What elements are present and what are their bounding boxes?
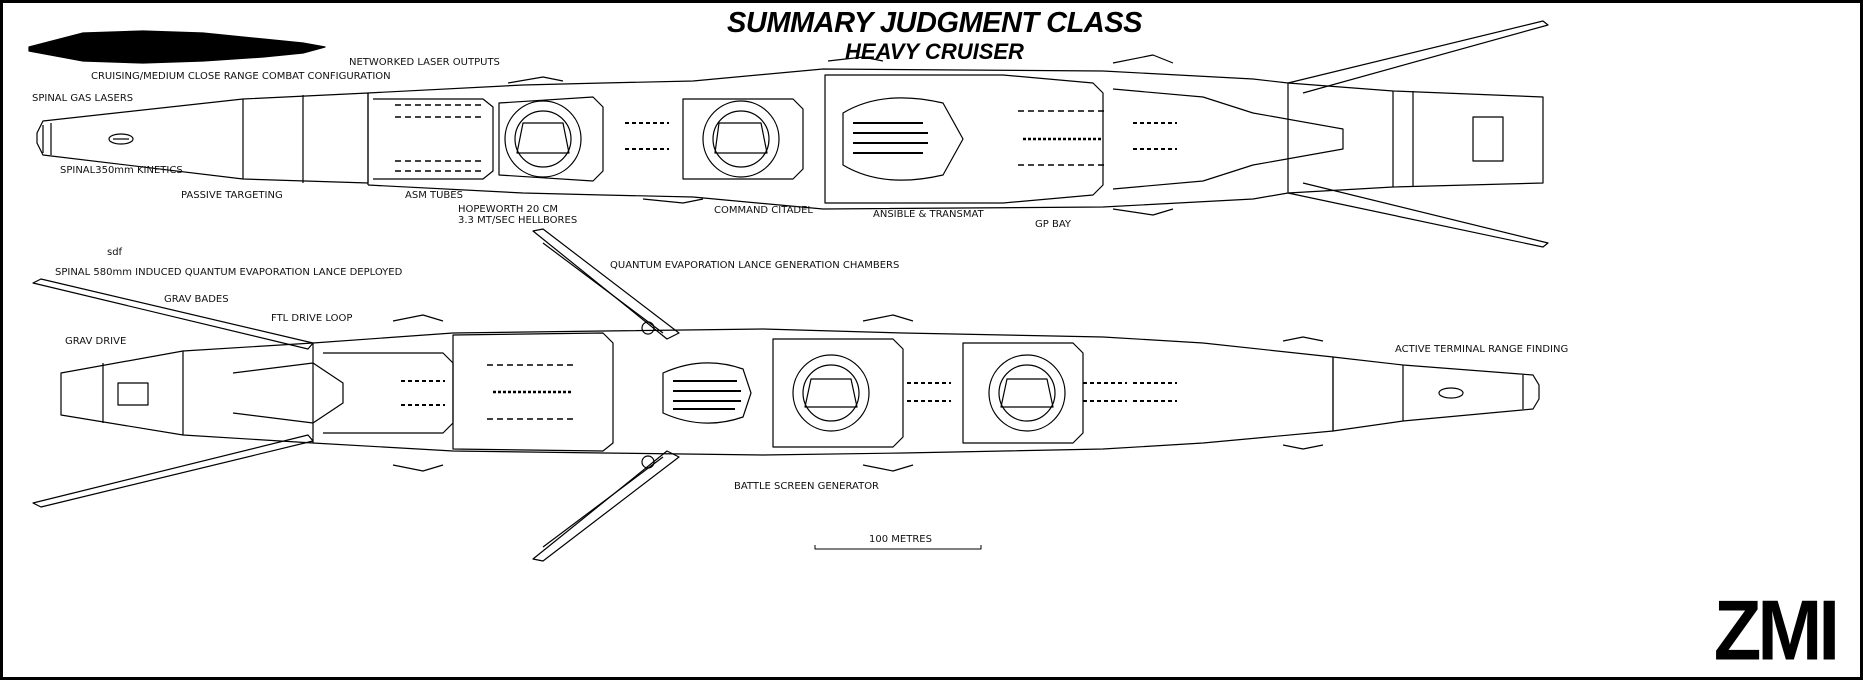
top-view-ship bbox=[36, 20, 1549, 248]
ship-silhouette bbox=[28, 30, 326, 64]
label-grav-bades: GRAV BADES bbox=[164, 294, 229, 305]
label-spinal-lance: SPINAL 580mm INDUCED QUANTUM EVAPORATION… bbox=[55, 267, 403, 278]
label-lance-chambers: QUANTUM EVAPORATION LANCE GENERATION CHA… bbox=[610, 260, 900, 271]
label-battle-screen: BATTLE SCREEN GENERATOR bbox=[734, 481, 880, 492]
label-hopeworth-line1: HOPEWORTH 20 CM bbox=[458, 204, 559, 215]
label-grav-drive: GRAV DRIVE bbox=[65, 336, 127, 347]
label-command-citadel: COMMAND CITADEL bbox=[714, 205, 814, 216]
bottom-view-ship bbox=[32, 228, 1540, 562]
label-hopeworth-line2: 3.3 MT/SEC HELLBORES bbox=[458, 215, 578, 226]
label-ansible-transmat: ANSIBLE & TRANSMAT bbox=[873, 209, 984, 220]
label-gp-bay: GP BAY bbox=[1035, 219, 1071, 230]
label-asm-tubes: ASM TUBES bbox=[405, 190, 463, 201]
label-networked-laser-outputs: NETWORKED LASER OUTPUTS bbox=[349, 57, 500, 68]
ship-line-art bbox=[28, 20, 1549, 562]
label-spinal-kinetics: SPINAL350mm KINETICS bbox=[60, 165, 183, 176]
label-spinal-gas-lasers: SPINAL GAS LASERS bbox=[32, 93, 134, 104]
page-title: SUMMARY JUDGMENT CLASS bbox=[727, 7, 1142, 39]
label-cruising-config: CRUISING/MEDIUM CLOSE RANGE COMBAT CONFI… bbox=[91, 71, 391, 82]
zmi-logo: ZMI bbox=[1713, 581, 1840, 679]
scale-bar bbox=[814, 545, 982, 550]
page-subtitle: HEAVY CRUISER bbox=[845, 39, 1024, 64]
label-passive-targeting: PASSIVE TARGETING bbox=[181, 190, 283, 201]
label-ftl-drive-loop: FTL DRIVE LOOP bbox=[271, 313, 353, 324]
label-sdf: sdf bbox=[107, 247, 123, 258]
scale-label: 100 METRES bbox=[869, 534, 932, 545]
label-active-terminal: ACTIVE TERMINAL RANGE FINDING bbox=[1395, 344, 1569, 355]
